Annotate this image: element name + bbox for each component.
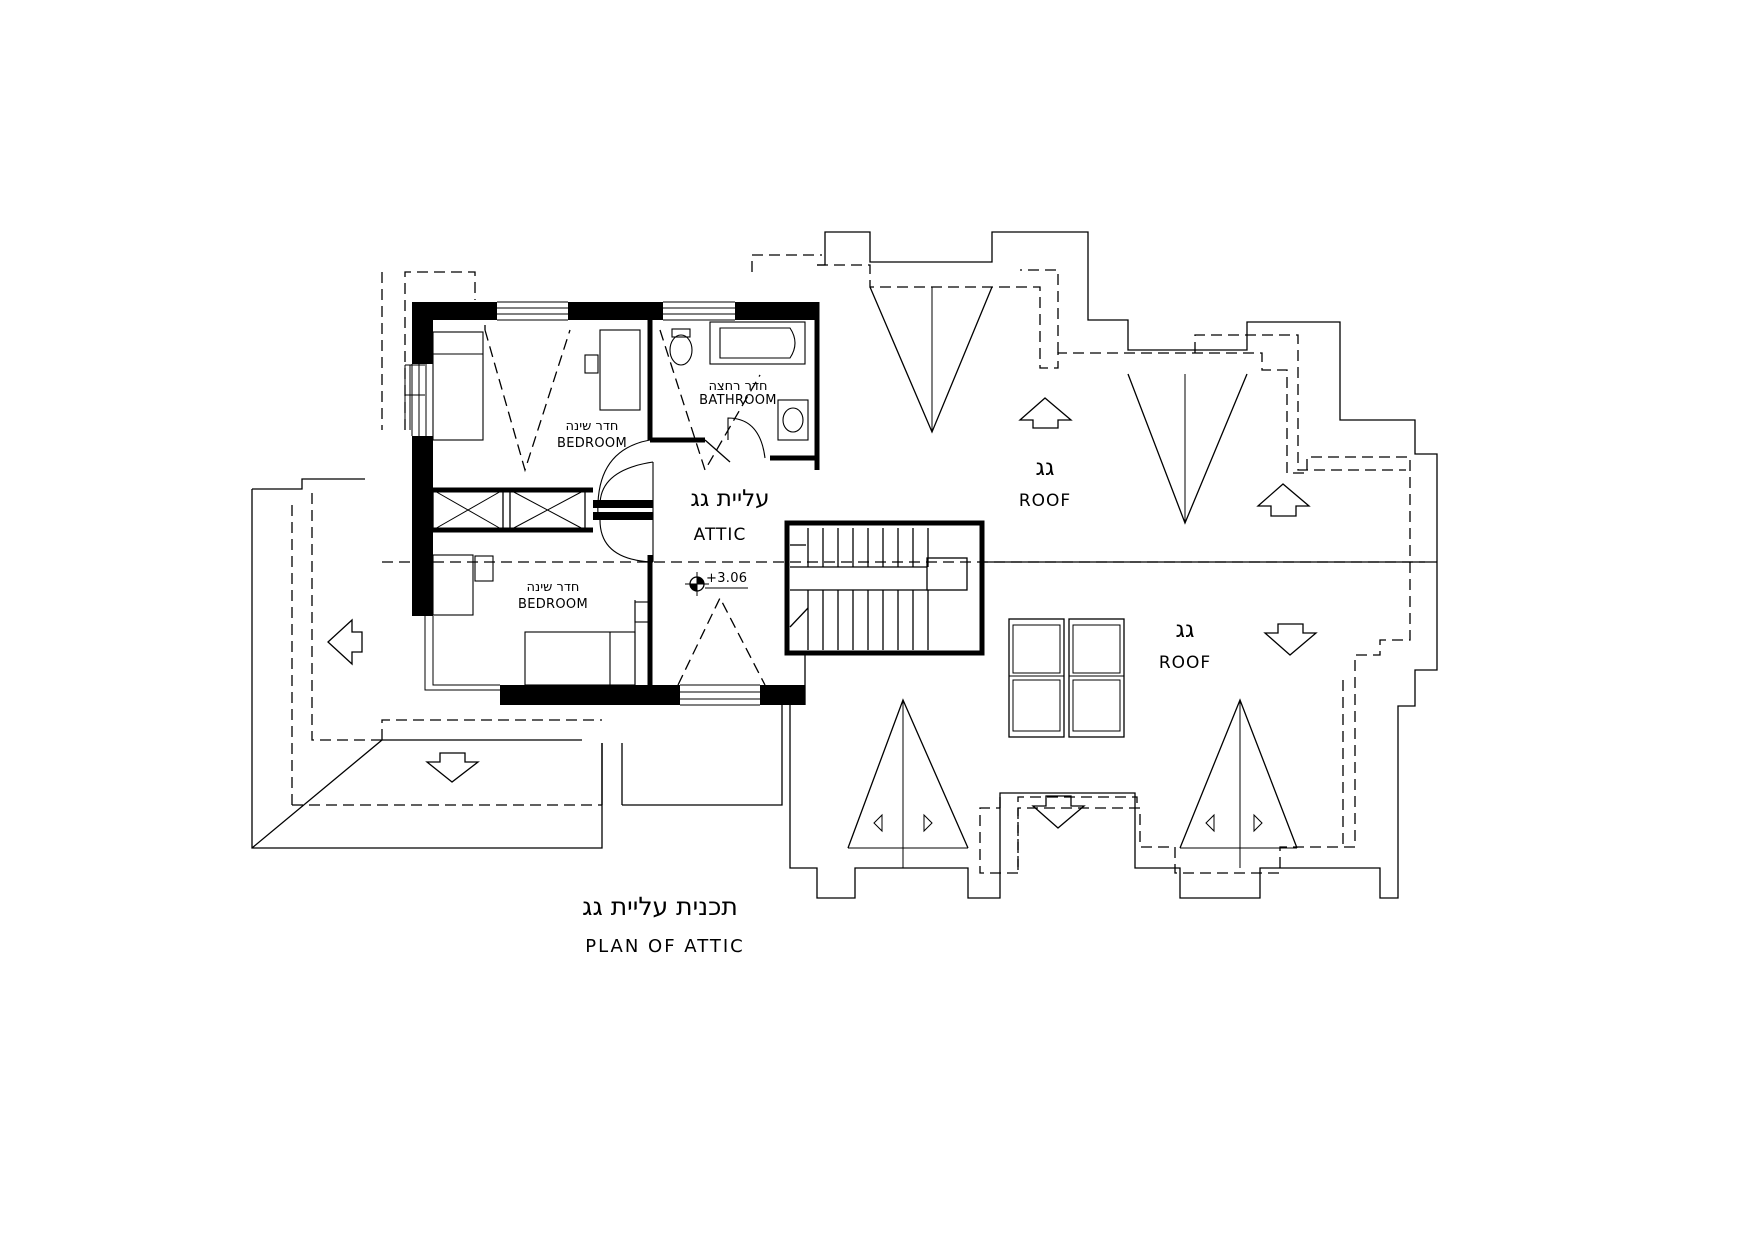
bedroom-top-label-en: BEDROOM — [557, 436, 627, 451]
bedroom-bottom-label-en: BEDROOM — [518, 597, 588, 612]
slope-arrow-icon — [425, 752, 480, 783]
main-roof-outline — [789, 231, 1438, 899]
skylights — [1008, 618, 1125, 738]
roof-lower-label-en: ROOF — [1159, 653, 1211, 673]
bathroom-label-en: BATHROOM — [699, 393, 777, 408]
level-mark-value: +3.06 — [706, 571, 747, 586]
labels: חדר שינה BEDROOM חדר רחצה BATHROOM עליית… — [518, 379, 1211, 957]
roof-upper-label-he: גג — [1036, 455, 1055, 481]
attic-label-en: ATTIC — [694, 525, 747, 545]
dormers-top — [869, 286, 1248, 525]
slope-arrow-down-icon — [1031, 795, 1086, 829]
left-eave-outline — [381, 254, 1425, 563]
left-lower-roof — [251, 478, 783, 849]
closets — [432, 489, 586, 531]
bathroom-label-he: חדר רחצה — [708, 379, 767, 394]
slope-arrow-up-icon — [1018, 397, 1073, 429]
bedroom-top-furniture — [432, 325, 651, 516]
bedroom-bottom-furniture — [432, 554, 651, 686]
drawing-title-en: PLAN OF ATTIC — [585, 936, 745, 957]
slope-arrow-icon — [327, 618, 363, 666]
bedroom-top-label-he: חדר שינה — [566, 419, 619, 434]
dormers-bottom — [847, 698, 1298, 868]
roof-upper-label-en: ROOF — [1019, 491, 1071, 511]
bathroom-fixtures — [659, 321, 809, 472]
roof-lower-label-he: גג — [1176, 617, 1195, 643]
drawing-title-he: תכנית עליית גג — [582, 892, 738, 921]
slope-arrow-up-icon — [1256, 483, 1311, 517]
attic-center — [599, 461, 766, 686]
staircase — [784, 520, 985, 656]
attic-label-he: עליית גג — [690, 486, 769, 512]
slope-arrow-down-icon — [1263, 623, 1318, 656]
bedroom-bottom-label-he: חדר שינה — [527, 580, 580, 595]
roof-slope-arrows — [1018, 397, 1318, 829]
